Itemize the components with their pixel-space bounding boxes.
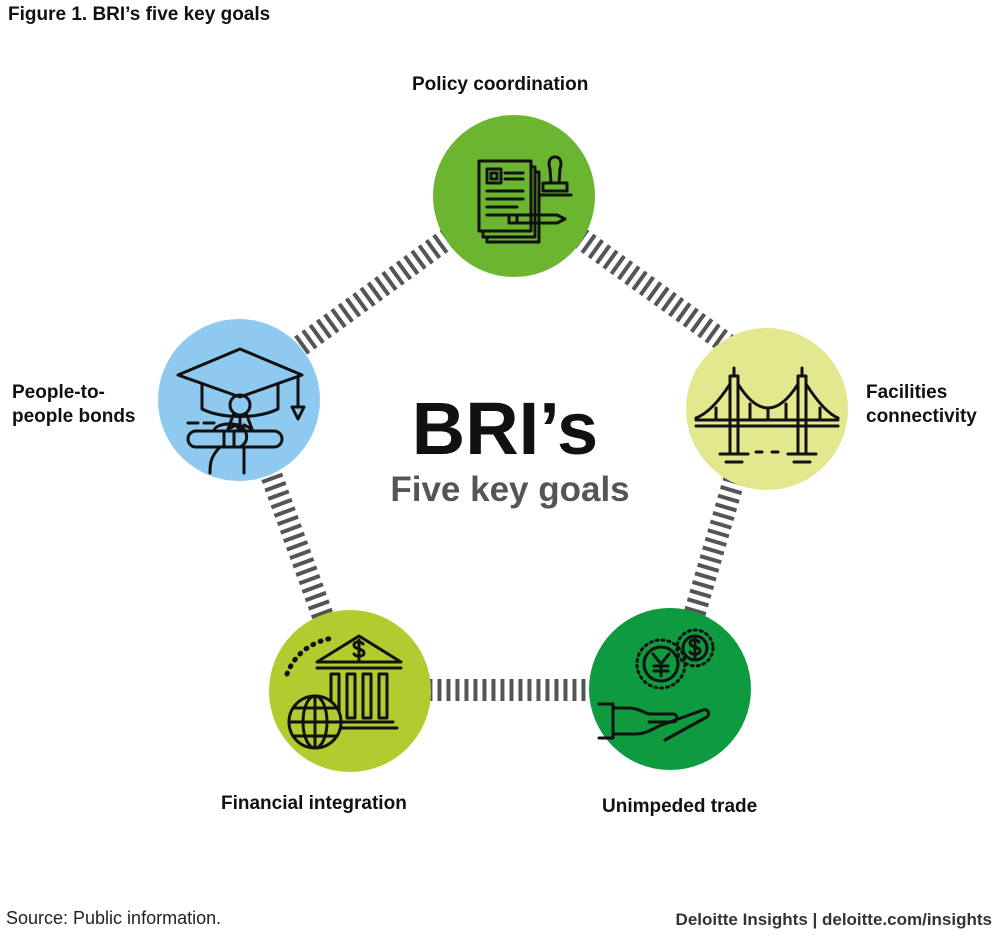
bank-globe-icon [284,634,403,750]
goal-facilities-connectivity [686,328,848,490]
goal-policy-coordination [433,115,595,277]
label-unimpeded-trade: Unimpeded trade [602,796,758,817]
label-facilities-connectivity: Facilities connectivity [866,382,977,427]
label-policy-coordination: Policy coordination [412,74,589,95]
document-stamp-pen-icon [477,155,573,244]
goal-unimpeded-trade [589,608,751,770]
credit-line: Deloitte Insights | deloitte.com/insight… [675,910,992,929]
goal-people-to-people-bonds [158,319,320,481]
suspension-bridge-icon [694,366,840,464]
graduation-cap-diploma-icon [176,347,306,475]
label-financial-integration: Financial integration [221,793,407,814]
goal-financial-integration [269,610,431,772]
hand-coins-icon [597,628,715,742]
center-title: BRI’s [411,387,599,470]
figure-title: Figure 1. BRI’s five key goals [8,4,271,25]
center-subtitle: Five key goals [390,470,630,509]
label-people-to-people-bonds: People-to- people bonds [12,382,136,427]
source-note: Source: Public information. [6,908,222,928]
